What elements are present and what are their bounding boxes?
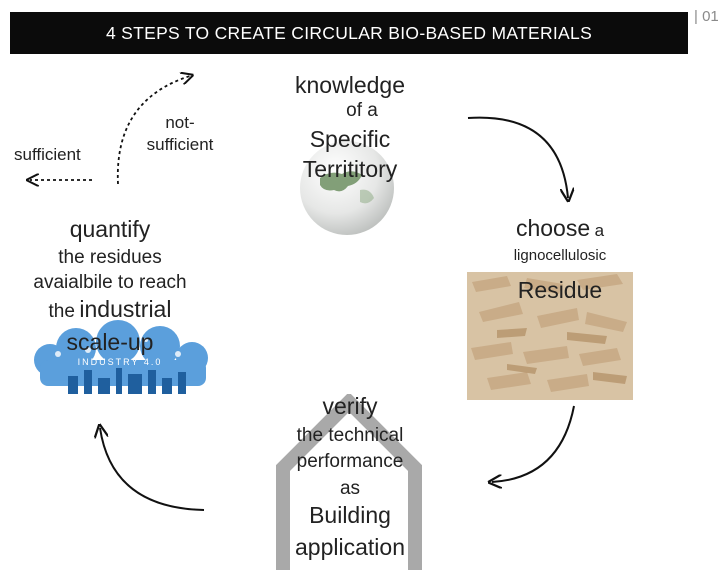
label-sufficient: sufficient [14,145,81,164]
step-quantify-line3: avaialbile to reach [33,272,187,293]
industry-badge: INDUSTRY 4.0 [77,357,163,367]
step-knowledge-line3: Specific [309,126,391,152]
step-knowledge-line4: Territitory [302,156,398,182]
label-not-sufficient-1: not- [165,113,195,132]
step-quantify-line4: the industrial [10,296,210,322]
wood-chips-image [467,272,633,400]
label-not-sufficient-2: sufficient [146,135,214,154]
arrow-not-sufficient-loop [116,76,190,185]
step-verify-line1: verify [322,393,378,419]
diagram-title: 4 STEPS TO CREATE CIRCULAR BIO-BASED MAT… [105,22,593,43]
step-knowledge-line1: knowledge [295,72,405,98]
industry-city-image [34,320,208,394]
title-banner: 4 STEPS TO CREATE CIRCULAR BIO-BASED MAT… [10,12,688,54]
arrow-choose-to-verify [492,405,575,482]
arrow-verify-to-quantify [100,428,205,511]
step-verify-line3: performance [296,451,404,472]
step-choose-line2: lignocellulosic [513,247,607,264]
step-quantify-line4-article: the [48,301,75,322]
step-knowledge-line2: of a [346,100,378,121]
step-choose-word: choose [515,215,591,241]
step-choose-article: a [594,221,605,240]
step-verify-line5: Building [309,502,391,528]
step-choose-line3: Residue [517,277,603,303]
step-choose-line1: choose a [480,217,640,240]
house-outline-icon [276,394,422,570]
page-number: | 01 [694,8,719,25]
step-quantify-line5: scale-up [66,329,154,355]
step-quantify-line4-word: industrial [79,296,172,322]
step-quantify-line1: quantify [69,216,151,242]
step-verify-line6: application [295,534,405,560]
step-verify-line2: the technical [296,425,404,446]
globe-image [300,141,394,235]
arrow-knowledge-to-choose [467,116,568,198]
step-verify-line4: as [339,478,361,499]
step-quantify-line2: the residues [58,247,162,268]
